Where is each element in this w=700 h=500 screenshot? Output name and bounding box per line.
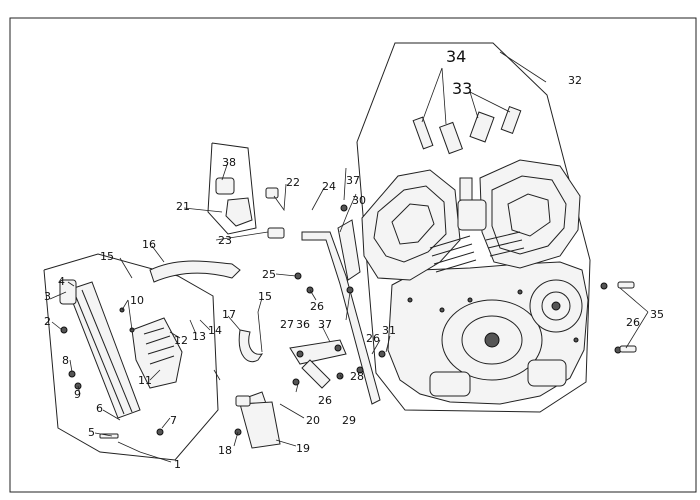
label-25: 25 (262, 268, 276, 281)
leader-lines (49, 51, 649, 463)
part-labels: 1 2 3 4 5 6 7 8 9 10 11 12 13 14 15 15 1… (44, 47, 664, 471)
label-32: 32 (568, 74, 582, 87)
label-11: 11 (138, 374, 152, 387)
label-36: 36 (296, 318, 310, 331)
label-33: 33 (452, 79, 472, 98)
label-18: 18 (218, 444, 232, 457)
label-26b: 26 (318, 394, 332, 407)
label-4: 4 (58, 275, 65, 288)
frame-border (9, 17, 697, 493)
label-26c: 26 (366, 332, 380, 345)
label-14: 14 (208, 324, 222, 337)
label-17: 17 (222, 308, 236, 321)
hose-long (301, 231, 381, 405)
label-7: 7 (170, 414, 177, 427)
engine-assembly (361, 159, 589, 405)
oil-filter (289, 339, 347, 389)
label-21: 21 (176, 200, 190, 213)
label-16: 16 (142, 238, 156, 251)
label-15a: 15 (100, 250, 114, 263)
label-34: 34 (446, 47, 466, 66)
label-29: 29 (342, 414, 356, 427)
label-30: 30 (352, 194, 366, 207)
label-24: 24 (322, 180, 336, 193)
label-20: 20 (306, 414, 320, 427)
label-6: 6 (96, 402, 103, 415)
label-8: 8 (62, 354, 69, 367)
label-19: 19 (296, 442, 310, 455)
label-2: 2 (44, 315, 51, 328)
label-22: 22 (286, 176, 300, 189)
label-31: 31 (382, 324, 396, 337)
label-27: 27 (280, 318, 294, 331)
label-5: 5 (88, 426, 95, 439)
expansion-tank (235, 395, 281, 449)
engine-group-outline (356, 42, 591, 413)
label-10: 10 (130, 294, 144, 307)
label-26a: 26 (310, 300, 324, 313)
label-1: 1 (174, 458, 181, 471)
label-37b: 37 (318, 318, 332, 331)
label-23: 23 (218, 234, 232, 247)
label-3: 3 (44, 290, 51, 303)
thermostat-housing (215, 177, 285, 239)
label-12: 12 (174, 334, 188, 347)
label-15b: 15 (258, 290, 272, 303)
thermostat-group-outline (207, 142, 257, 235)
label-13: 13 (192, 330, 206, 343)
radiator-cover (131, 317, 183, 389)
bracket (337, 219, 361, 281)
label-28: 28 (350, 370, 364, 383)
label-35: 35 (650, 308, 664, 321)
label-26d: 26 (626, 316, 640, 329)
radiator-group-outline (43, 253, 219, 461)
radiator (59, 279, 141, 419)
label-38: 38 (222, 156, 236, 169)
hose-upper (149, 260, 241, 283)
label-37a: 37 (346, 174, 360, 187)
label-9: 9 (74, 388, 81, 401)
spark-plug-caps (412, 67, 522, 155)
